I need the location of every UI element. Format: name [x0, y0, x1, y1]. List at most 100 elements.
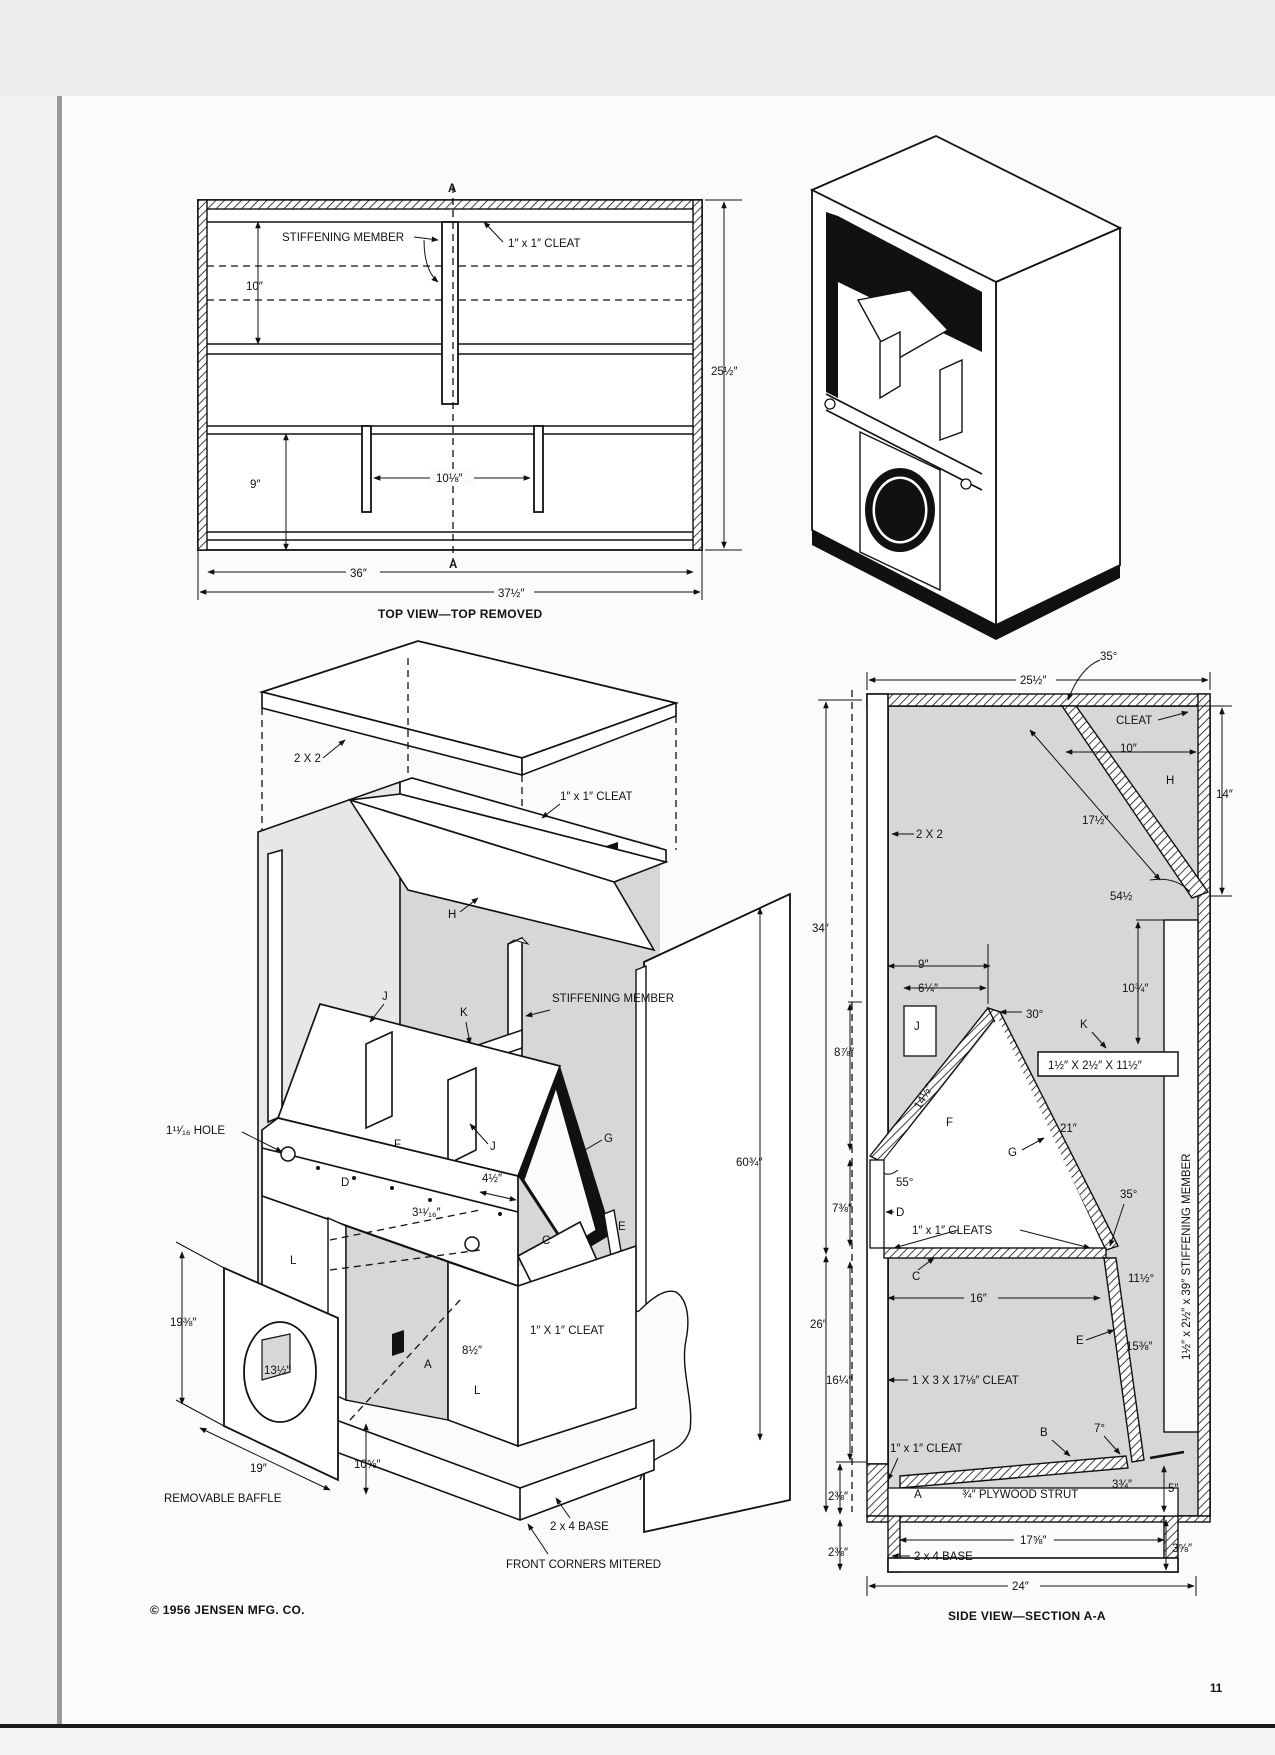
exploded-stiffening-label: STIFFENING MEMBER — [552, 993, 674, 1005]
side-angle-55: 55° — [896, 1177, 913, 1189]
binding-edge — [57, 96, 62, 1726]
top-view-left-wall — [197, 199, 208, 551]
side-strut-label: ¾″ PLYWOOD STRUT — [962, 1489, 1078, 1501]
side-c-label: C — [912, 1271, 920, 1283]
scan-bottom-margin — [0, 1726, 1275, 1755]
side-dim-16-25: 16¼″ — [826, 1375, 852, 1387]
side-angle-54-5: 54½ — [1110, 891, 1133, 903]
top-view-dim-36: 36″ — [350, 568, 367, 580]
board-c-section — [883, 1247, 1107, 1259]
exploded-dim-10-5-8: 10⅝″ — [354, 1459, 380, 1471]
exploded-front-corners-label: FRONT CORNERS MITERED — [506, 1559, 661, 1571]
board-b-section — [899, 1455, 1129, 1489]
top-view-right-wall — [692, 199, 703, 551]
side-2x2-label: 2 X 2 — [916, 829, 943, 841]
side-angle-35-top: 35° — [1100, 651, 1117, 663]
side-dim-2-3-8-a: 2⅜″ — [828, 1491, 848, 1503]
exploded-dim-8-5: 8½″ — [462, 1345, 482, 1357]
section-marker-bottom: A — [449, 559, 457, 571]
side-dim-2-3-8-b: 2⅜″ — [828, 1547, 848, 1559]
side-dim-14: 14″ — [1216, 789, 1233, 801]
board-d — [261, 1117, 519, 1288]
exploded-dim-60-3-4: 60¾″ — [736, 1157, 762, 1169]
exploded-l-left-label: L — [290, 1255, 297, 1267]
side-k-label: K — [1080, 1019, 1088, 1031]
cabinet-side — [995, 226, 1121, 627]
stiffening-member-plan — [441, 221, 459, 405]
top-view-dim-total-width: 37½″ — [498, 588, 524, 600]
side-f-label: F — [946, 1117, 953, 1129]
side-cleat-label: CLEAT — [1116, 715, 1152, 727]
side-angle-35-mid: 35° — [1120, 1189, 1137, 1201]
scan-left-margin — [0, 96, 62, 1726]
top-view-cleat-label: 1″ x 1″ CLEAT — [508, 238, 580, 250]
side-g-label: G — [1008, 1147, 1017, 1159]
side-dim-16: 16″ — [970, 1293, 987, 1305]
side-b-label: B — [1040, 1427, 1048, 1439]
side-angle-30: 30° — [1026, 1009, 1043, 1021]
side-j-label: J — [914, 1021, 920, 1033]
exploded-dim-13-5: 13½″ — [264, 1365, 290, 1377]
side-dim-9: 9″ — [918, 959, 928, 971]
exploded-c-label: C — [542, 1235, 550, 1247]
side-stiff-spec-label: 1½″ X 2½″ X 11½″ — [1048, 1060, 1142, 1072]
exploded-cleat-top-label: 1″ x 1″ CLEAT — [560, 791, 632, 803]
exploded-dim-19: 19″ — [250, 1463, 267, 1475]
exploded-dim-3-11-16: 3¹¹⁄₁₆″ — [412, 1207, 441, 1219]
side-cleat-bottom-label: 1″ x 1″ CLEAT — [890, 1443, 962, 1455]
removable-baffle-label: REMOVABLE BAFFLE — [164, 1493, 282, 1505]
board-e-section — [1103, 1257, 1145, 1463]
exploded-2x2-label: 2 X 2 — [294, 753, 321, 765]
side-dim-15-3-8: 15⅜″ — [1126, 1341, 1152, 1353]
section-marker-top: A — [448, 183, 456, 195]
side-a-label: A — [914, 1489, 922, 1501]
side-cleat-long-label: 1 X 3 X 17⅛″ CLEAT — [912, 1375, 1019, 1387]
side-dim-10: 10″ — [1120, 743, 1137, 755]
exploded-g-label: G — [604, 1133, 613, 1145]
side-base-label: 2 x 4 BASE — [914, 1551, 973, 1563]
side-e-label: E — [1076, 1335, 1084, 1347]
side-dim-26: 26″ — [810, 1319, 827, 1331]
side-h-label: H — [1166, 775, 1174, 787]
top-view-stiffening-label: STIFFENING MEMBER — [282, 232, 404, 244]
side-angle-11-5: 11½° — [1128, 1273, 1154, 1285]
side-dim-21: 21″ — [1060, 1123, 1077, 1135]
exploded-e-label: E — [618, 1221, 626, 1233]
page-number: 11 — [1210, 1683, 1223, 1695]
side-dim-6-25: 6¼″ — [918, 983, 938, 995]
side-dim-17-5-8: 17⅝″ — [1020, 1535, 1046, 1547]
side-dim-3-75: 3¾″ — [1112, 1479, 1132, 1491]
side-stiffening-vertical-label: 1½″ x 2½″ x 39″ STIFFENING MEMBER — [1181, 1154, 1193, 1360]
exploded-dim-4-5: 4½″ — [482, 1173, 502, 1185]
exploded-j-lower-label: J — [490, 1141, 496, 1153]
exploded-l-right-label: L — [474, 1385, 481, 1397]
top-view: A A STIFFENING MEMBER 1″ x 1″ CLEAT 10″ … — [197, 183, 742, 621]
top-view-dim-9: 9″ — [250, 479, 260, 491]
copyright-notice: © 1956 JENSEN MFG. CO. — [150, 1603, 305, 1617]
side-dim-25-5: 25½″ — [1020, 675, 1046, 687]
exploded-f-label: F — [394, 1139, 401, 1151]
exploded-k-label: K — [460, 1007, 468, 1019]
side-view-caption: SIDE VIEW—SECTION A-A — [948, 1609, 1106, 1623]
side-dim-10-75: 10¾″ — [1122, 983, 1148, 995]
isometric-cabinet — [809, 135, 1123, 640]
top-view-dim-10: 10″ — [246, 281, 263, 293]
top-view-dim-spacing: 10⅛″ — [436, 473, 462, 485]
side-angle-7: 7° — [1094, 1423, 1105, 1435]
top-view-dim-height: 25½″ — [711, 366, 737, 378]
side-view-section: CLEAT 10″ H 17½″ 54½ 14″ 25½″ 35° 2 X 2 … — [810, 651, 1233, 1623]
exploded-d-label: D — [341, 1177, 349, 1189]
side-dim-7-3-8: 7⅜″ — [832, 1203, 852, 1215]
side-cleats-label: 1″ x 1″ CLEATS — [912, 1225, 992, 1237]
exploded-view: 2 X 2 H 1″ x 1″ CLEAT 60¾″ STIFFENING ME… — [164, 640, 791, 1571]
side-d-label: D — [896, 1207, 904, 1219]
top-view-back-wall — [197, 199, 703, 210]
exploded-j-upper-label: J — [382, 991, 388, 1003]
exploded-h-label: H — [448, 909, 456, 921]
exploded-a-label: A — [424, 1359, 432, 1371]
side-dim-17-5: 17½″ — [1082, 815, 1108, 827]
side-dim-8-7-8: 8⅞″ — [834, 1047, 854, 1059]
exploded-dim-19-3-8: 19⅜″ — [170, 1317, 196, 1329]
side-dim-3-5-8: 3⅝″ — [1172, 1543, 1192, 1555]
